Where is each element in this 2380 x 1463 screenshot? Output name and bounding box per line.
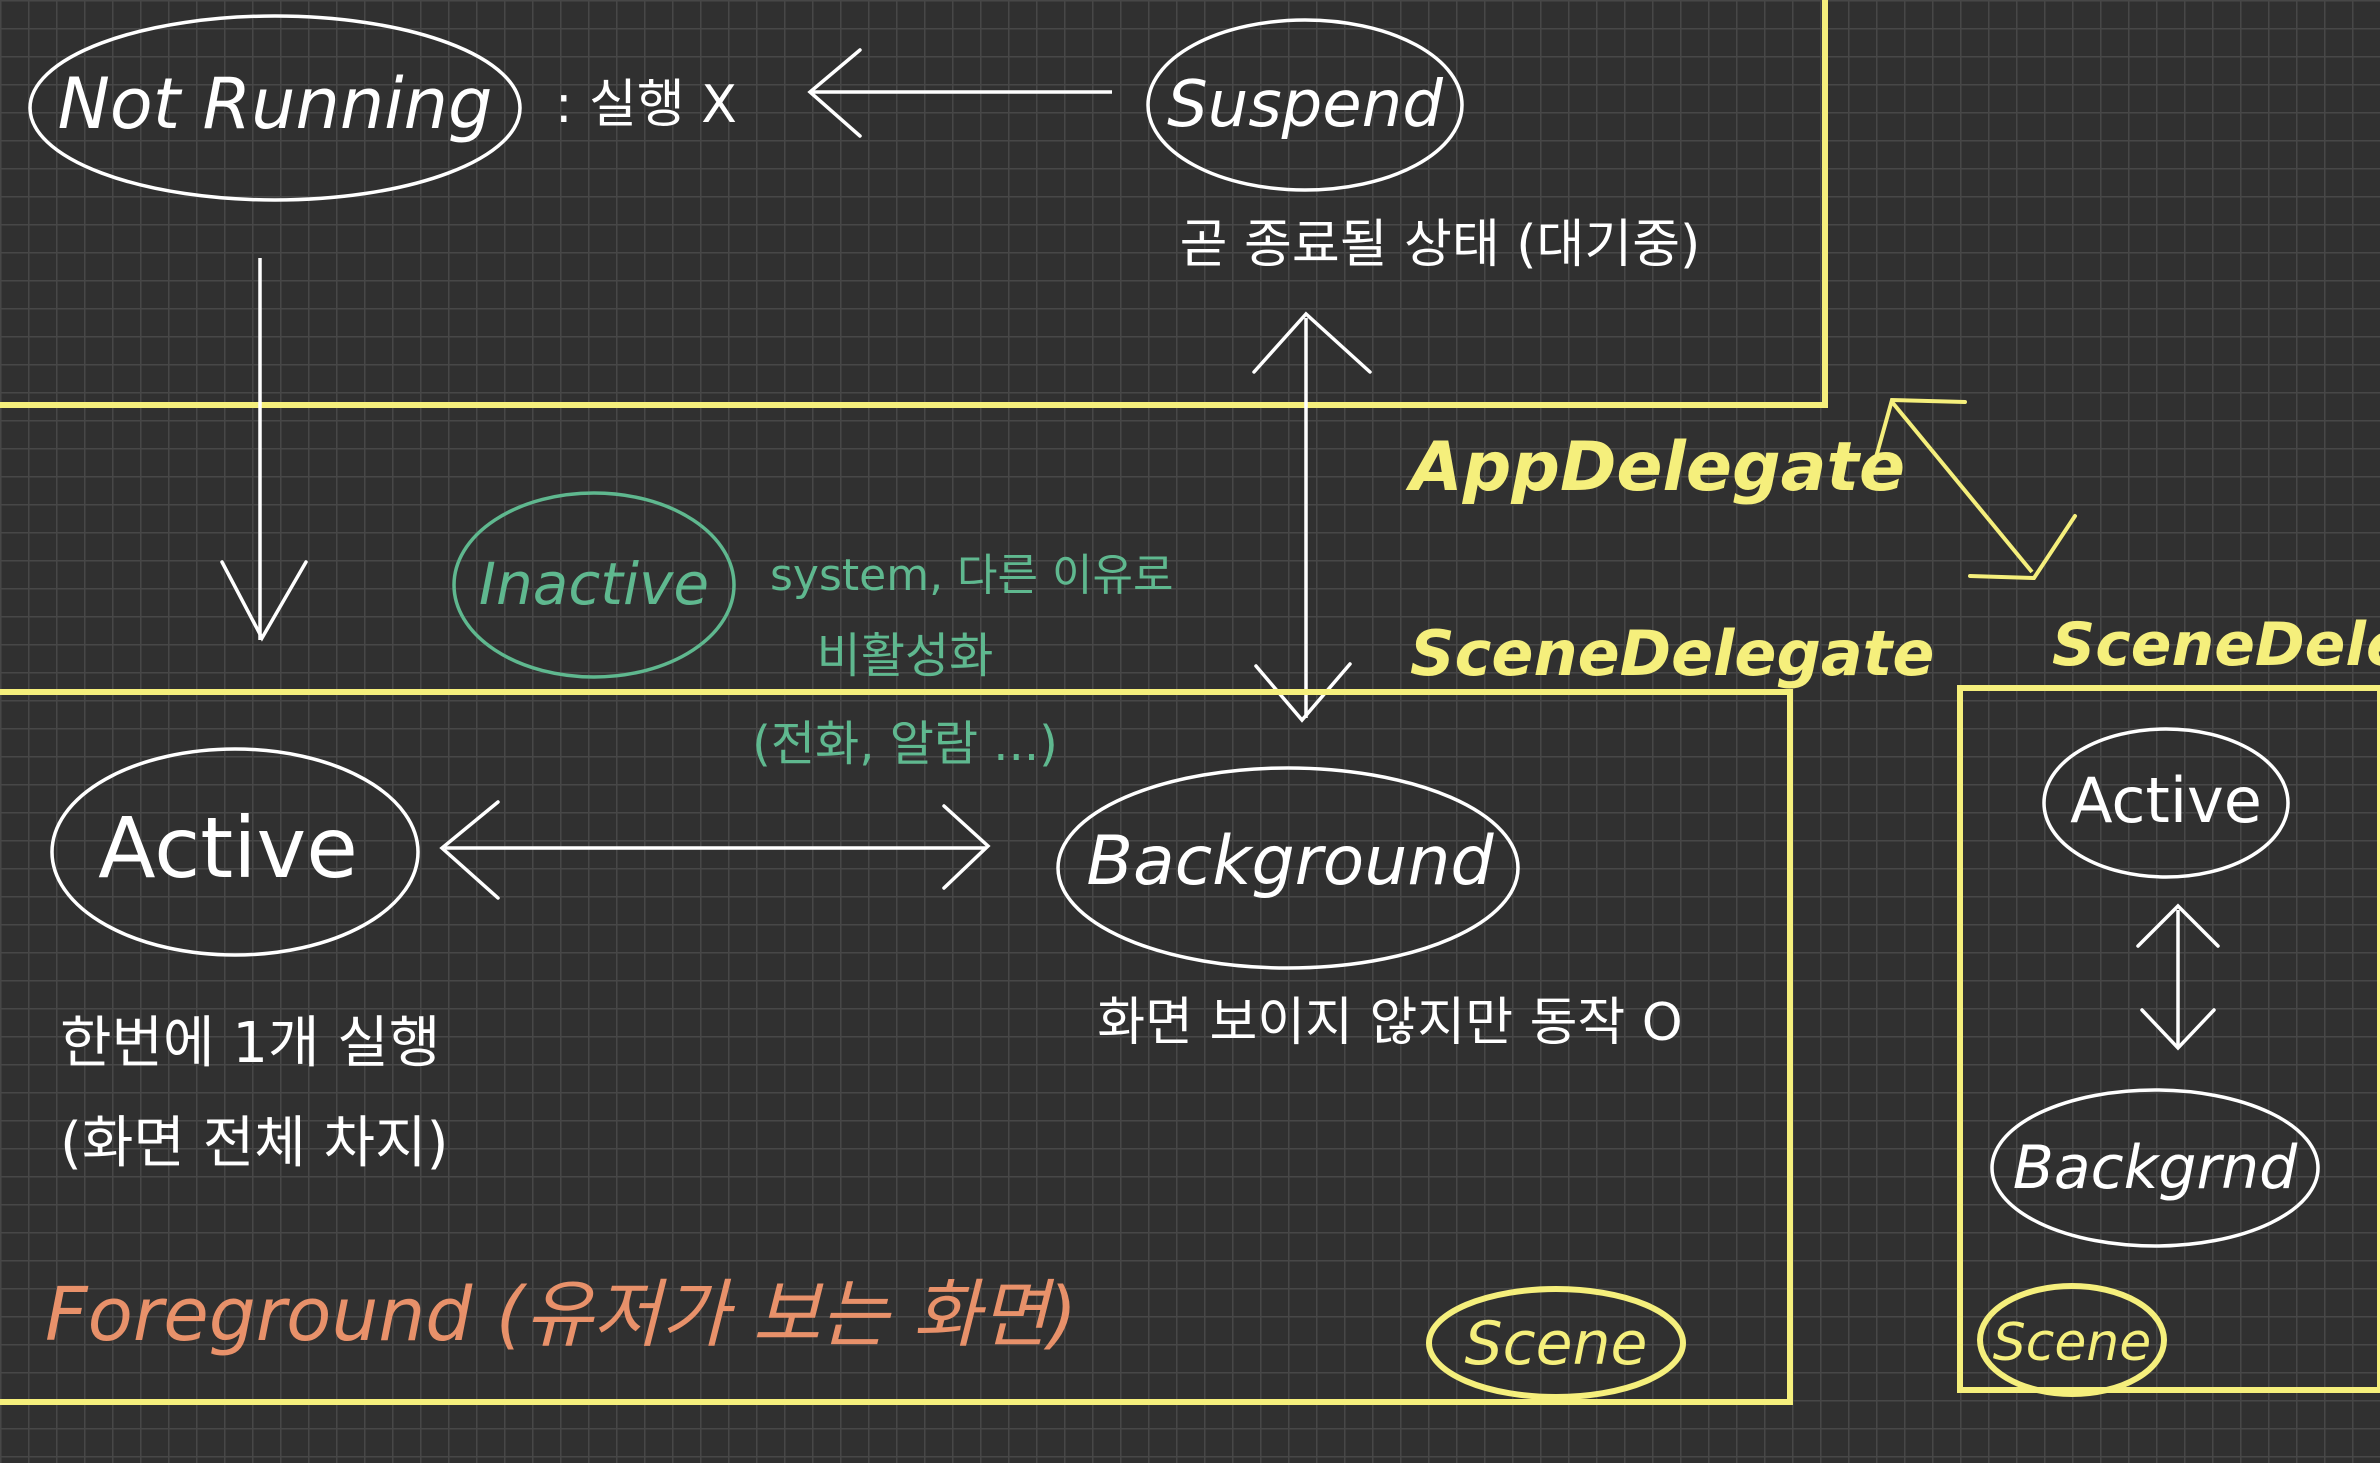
right-scene-badge <box>1977 1283 2167 1397</box>
right-active-node <box>2042 727 2290 879</box>
active-label: Active <box>98 799 358 897</box>
not-running-node <box>28 14 522 202</box>
active-note-line2: (화면 전체 차지) <box>60 1111 448 1176</box>
diag-arrow-head-bottom <box>1968 514 2077 581</box>
right-arrow-head-up <box>2136 903 2220 948</box>
arrow-app-to-scene-diagonal <box>1890 400 2034 574</box>
scene-delegate-box <box>0 689 1793 1405</box>
right-background-node <box>1990 1088 2320 1248</box>
not-running-label: Not Running <box>58 63 493 145</box>
right-scene-delegate-label: SceneDelegate <box>2052 610 2380 680</box>
right-background-label: Backgrnd <box>2013 1133 2298 1203</box>
suspend-note: 곧 종료될 상태 (대기중) <box>1180 215 1701 275</box>
suspend-node <box>1146 18 1464 192</box>
background-note: 화면 보이지 않지만 동작 O <box>1097 993 1682 1053</box>
arrow-head-right-background <box>942 804 991 890</box>
arrow-head-left-active <box>439 800 500 900</box>
not-running-note: : 실행 X <box>555 75 737 135</box>
inactive-note-line3: (전화, 알람 ...) <box>752 716 1058 772</box>
scene-delegate-label: SceneDelegate <box>1410 617 1934 690</box>
arrow-head-down-background <box>1254 662 1352 723</box>
inactive-label: Inactive <box>479 550 709 618</box>
active-note-line1: 한번에 1개 실행 <box>60 1011 440 1076</box>
right-arrow-head-down <box>2140 1008 2216 1051</box>
app-delegate-box <box>0 0 1828 408</box>
background-node <box>1056 766 1520 970</box>
arrow-head-up-suspend <box>1252 311 1372 374</box>
foreground-label: Foreground (유저가 보는 화면) <box>45 1272 1077 1358</box>
inactive-note-line1: system, 다른 이유로 <box>770 550 1173 601</box>
scene-badge <box>1426 1286 1686 1400</box>
diag-arrow-head-top <box>1866 397 1967 488</box>
right-active-label: Active <box>2070 764 2262 837</box>
right-scene-label: Scene <box>1993 1313 2152 1373</box>
app-delegate-label: AppDelegate <box>1405 428 1905 507</box>
inactive-node <box>452 491 736 679</box>
active-node <box>50 747 420 957</box>
arrow-head-left <box>807 48 862 138</box>
scene-label: Scene <box>1465 1309 1648 1379</box>
right-scene-delegate-box <box>1957 685 2380 1393</box>
inactive-note-line2: 비활성화 <box>817 628 994 684</box>
arrow-head-down <box>220 560 308 642</box>
suspend-label: Suspend <box>1167 68 1443 142</box>
background-label: Background <box>1086 822 1494 901</box>
